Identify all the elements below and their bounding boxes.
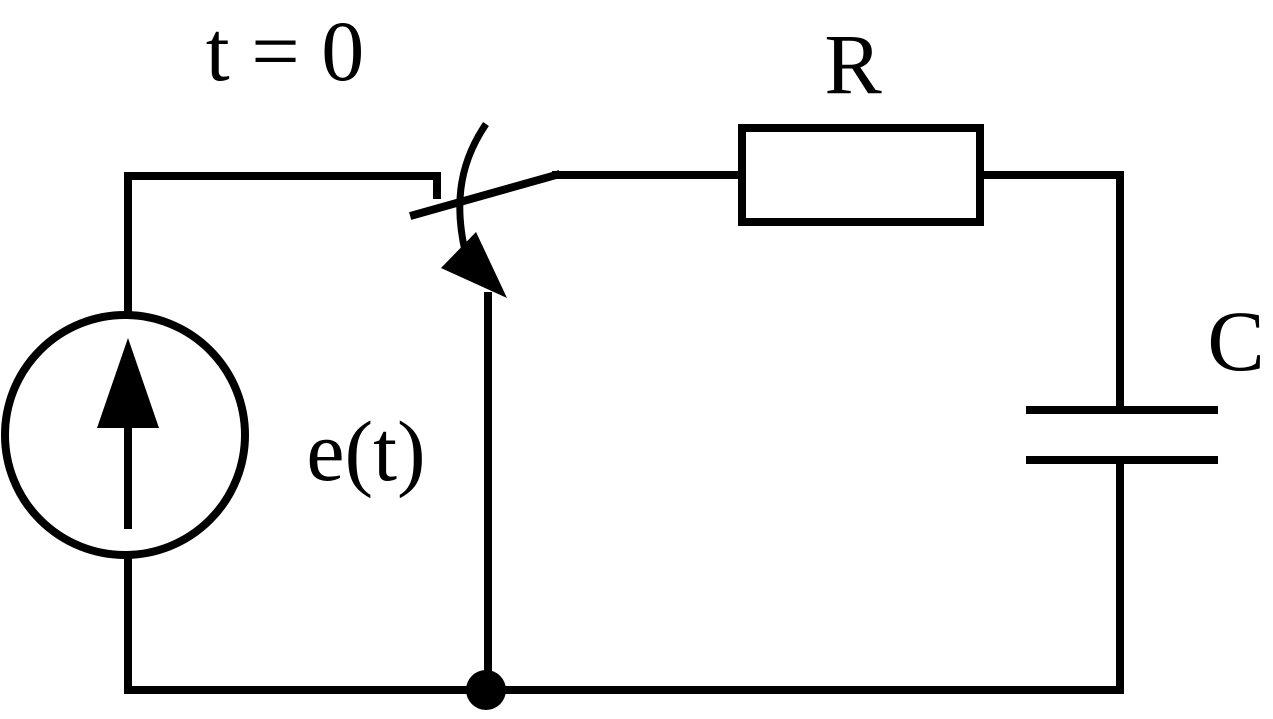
wire-left-bottom (124, 558, 492, 694)
capacitor-label: C (1207, 293, 1264, 389)
switch-time-label: t = 0 (206, 3, 364, 99)
resistor (738, 124, 984, 226)
wire-resistor-to-capacitor (976, 171, 1124, 414)
junction-dot (466, 670, 506, 710)
wire-left-top (124, 172, 441, 312)
voltage-source-arrowhead (97, 338, 159, 428)
switch-action-arrowhead (441, 232, 507, 298)
source-label: e(t) (306, 403, 425, 499)
voltage-source (1, 311, 249, 559)
resistor-label: R (824, 16, 882, 112)
switch-blade (409, 170, 561, 220)
wire-bottom-right (484, 458, 1124, 694)
